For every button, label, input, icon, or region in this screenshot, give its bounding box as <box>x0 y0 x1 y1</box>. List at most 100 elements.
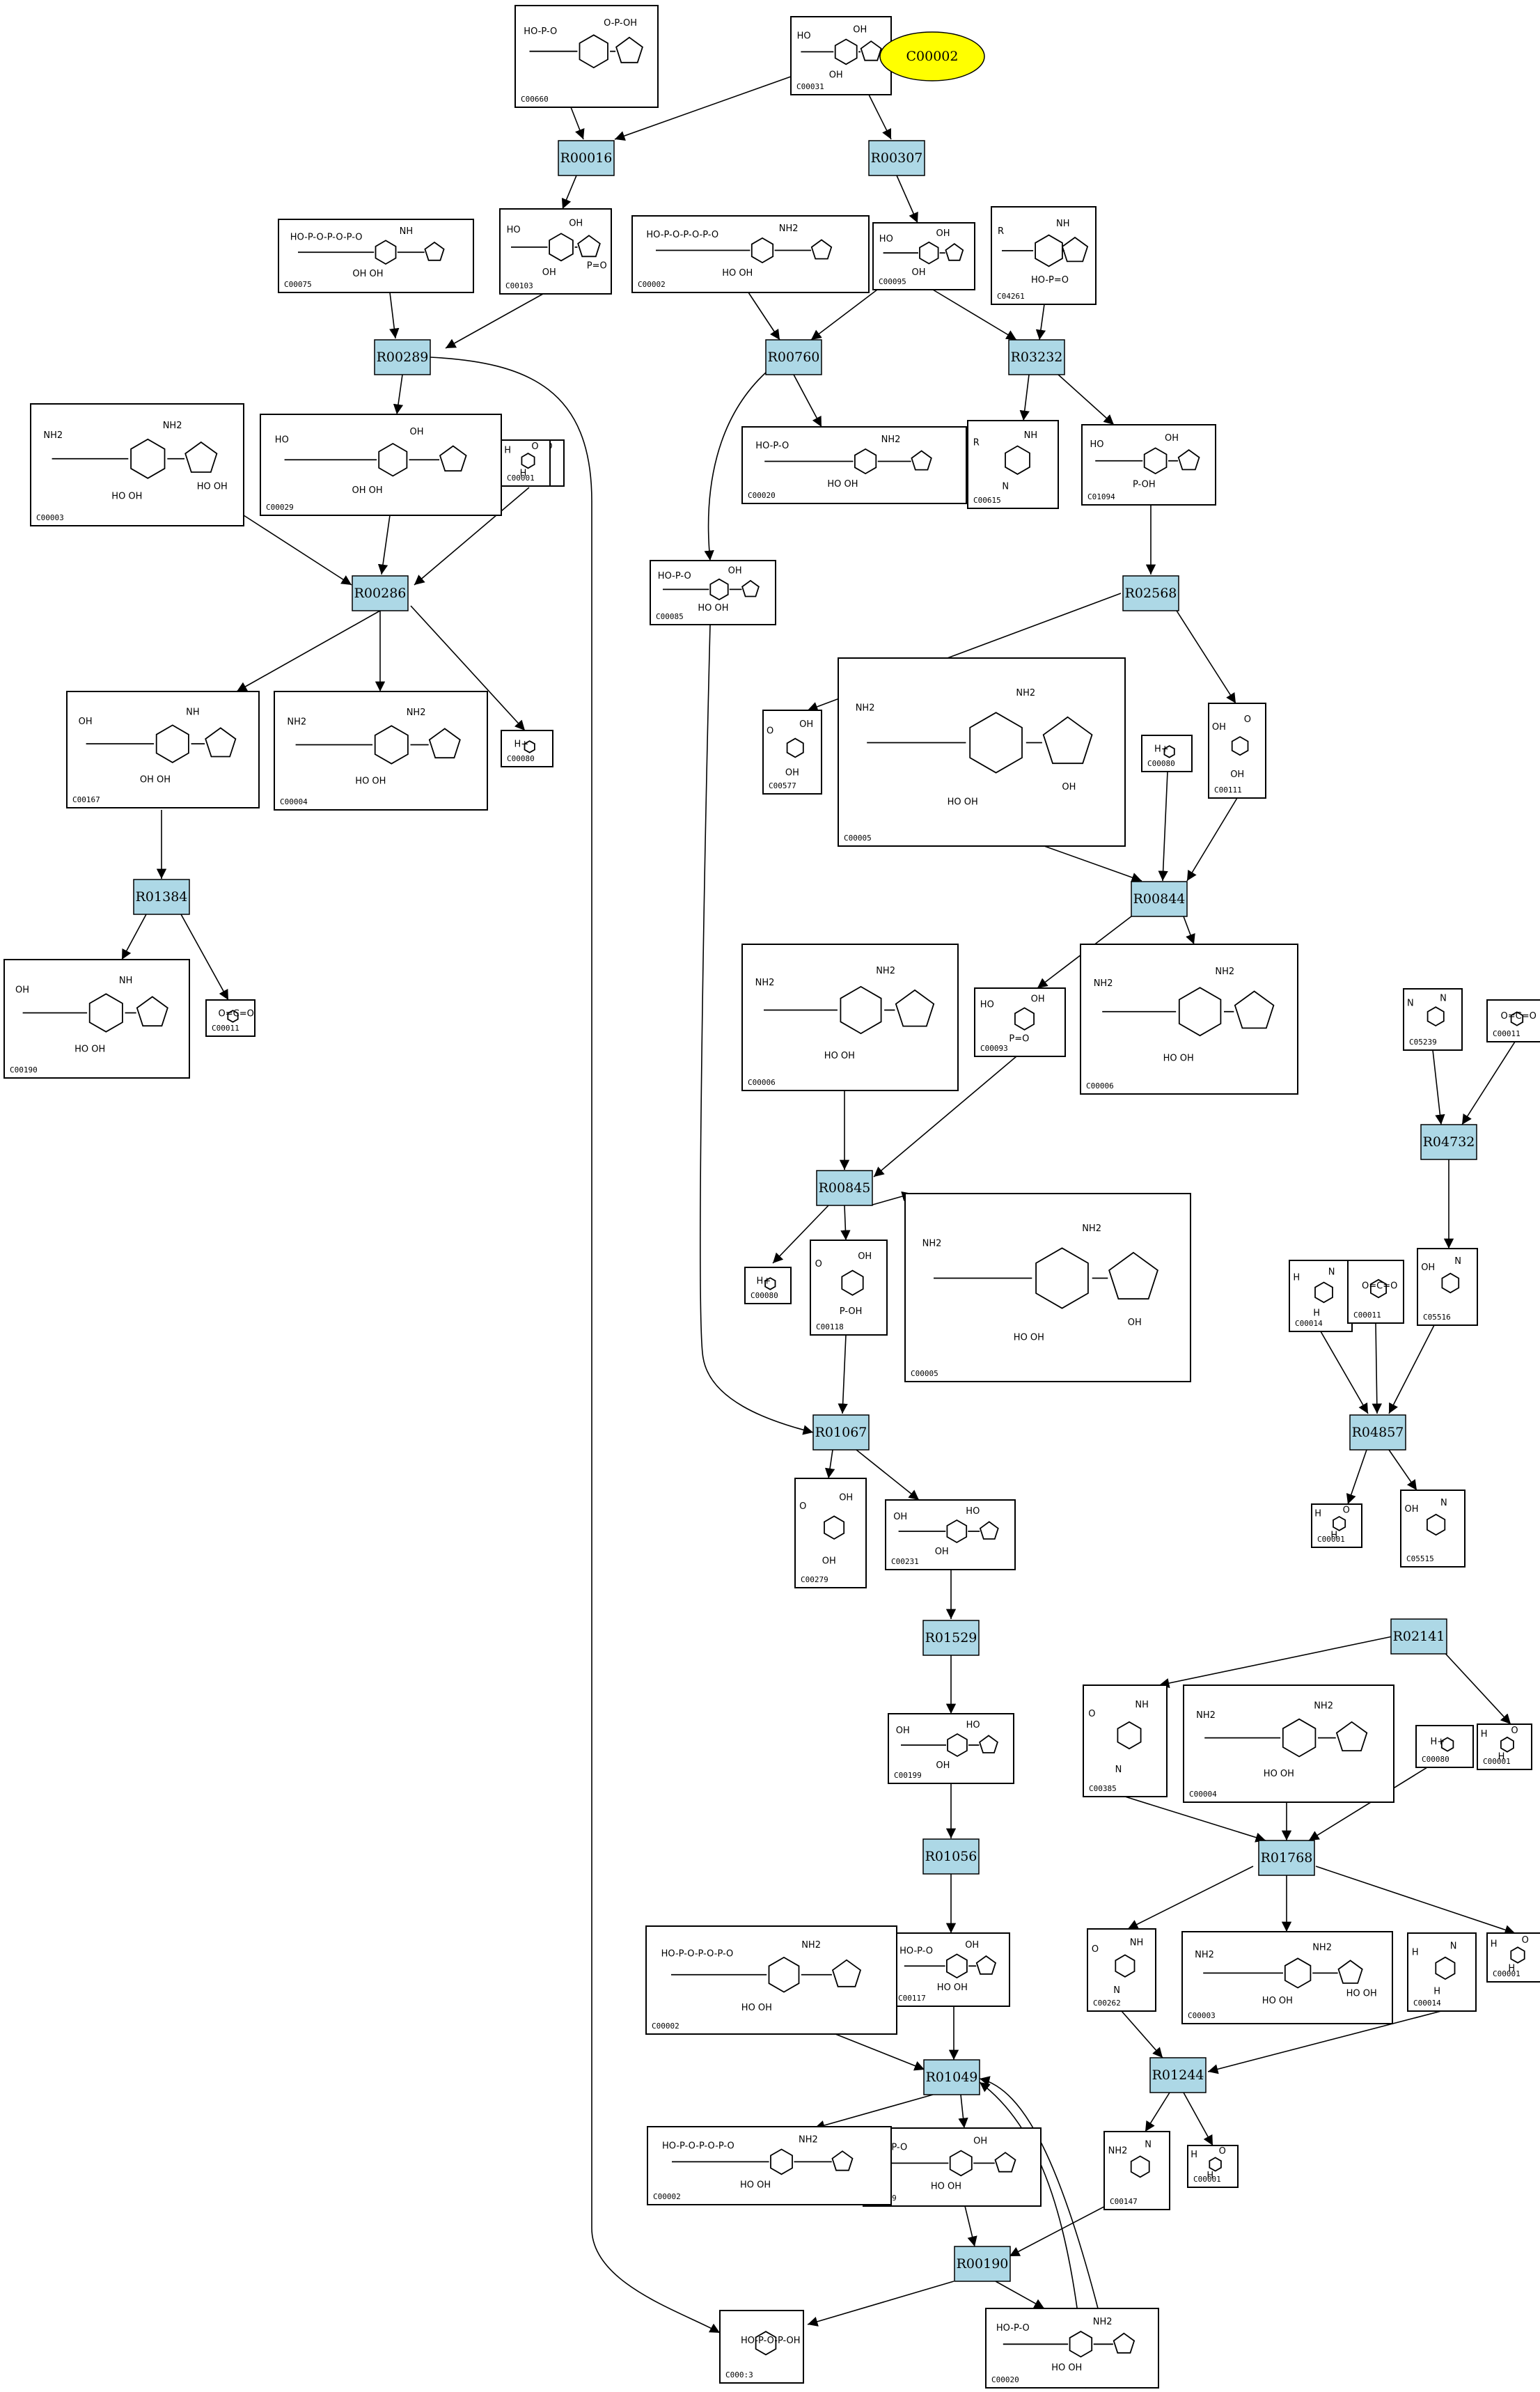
reaction-R01384[interactable]: R01384 <box>133 879 190 915</box>
compound-box[interactable] <box>719 2310 804 2384</box>
reaction-R00307[interactable]: R00307 <box>868 140 925 176</box>
compound-box[interactable] <box>1083 1684 1168 1797</box>
compound-box[interactable] <box>1289 1260 1353 1332</box>
reaction-R01244[interactable]: R01244 <box>1149 2057 1207 2093</box>
compound-box[interactable] <box>1417 1248 1478 1326</box>
compound-box[interactable] <box>501 439 551 487</box>
reaction-R03232[interactable]: R03232 <box>1008 339 1065 375</box>
reaction-box[interactable] <box>812 1414 870 1451</box>
reaction-box[interactable] <box>868 140 925 176</box>
compound-box[interactable] <box>1486 1932 1540 1983</box>
compound-box[interactable] <box>872 222 975 290</box>
compound-C00080[interactable]: H+C00080 <box>501 730 553 767</box>
compound-box[interactable] <box>790 16 892 95</box>
reaction-box[interactable] <box>922 1838 980 1875</box>
compound-box[interactable] <box>762 710 822 795</box>
compound-box[interactable] <box>810 1240 888 1336</box>
compound-box[interactable] <box>985 2308 1159 2389</box>
reaction-box[interactable] <box>1390 1618 1447 1655</box>
compound-box[interactable] <box>1400 1490 1466 1568</box>
compound-box[interactable] <box>514 5 659 108</box>
reaction-box[interactable] <box>1258 1840 1315 1876</box>
compound-box[interactable] <box>1080 944 1298 1095</box>
compound-box[interactable] <box>3 959 190 1079</box>
compound-box[interactable] <box>741 944 959 1091</box>
compound-box[interactable] <box>885 1499 1016 1570</box>
reaction-R04732[interactable]: R04732 <box>1420 1124 1477 1160</box>
highlight-ellipse[interactable] <box>879 31 985 81</box>
reaction-box[interactable] <box>1149 2057 1207 2093</box>
compound-box[interactable] <box>1477 1723 1532 1770</box>
reaction-box[interactable] <box>1420 1124 1477 1160</box>
reaction-R02568[interactable]: R02568 <box>1122 575 1179 611</box>
reaction-box[interactable] <box>922 1620 980 1656</box>
compound-box[interactable] <box>1087 1928 1156 2012</box>
compound-box[interactable] <box>1081 424 1216 506</box>
compound-box[interactable] <box>1187 2145 1239 2188</box>
compound-box[interactable] <box>1407 1932 1477 2012</box>
reaction-box[interactable] <box>352 575 409 611</box>
reaction-box[interactable] <box>816 1170 873 1206</box>
compound-box[interactable] <box>1347 1260 1404 1324</box>
compound-box[interactable] <box>1183 1684 1394 1803</box>
compound-box[interactable] <box>904 1193 1191 1382</box>
reaction-R01049[interactable]: R01049 <box>923 2059 980 2095</box>
reaction-R00844[interactable]: R00844 <box>1131 881 1188 917</box>
compound-C00080[interactable]: H+C00080 <box>744 1267 792 1304</box>
reaction-R00289[interactable]: R00289 <box>374 339 431 375</box>
reaction-R02141[interactable]: R02141 <box>1390 1618 1447 1655</box>
reaction-R00845[interactable]: R00845 <box>816 1170 873 1206</box>
compound-box[interactable] <box>892 1932 1010 2007</box>
highlight-node[interactable]: C00002 <box>879 31 985 81</box>
compound-box[interactable] <box>1486 999 1540 1042</box>
compound-box[interactable] <box>645 1925 897 2035</box>
compound-box[interactable] <box>1103 2131 1170 2210</box>
reaction-R00016[interactable]: R00016 <box>558 140 615 176</box>
compound-box[interactable] <box>838 657 1126 847</box>
compound-box[interactable] <box>631 215 870 293</box>
compound-box[interactable] <box>260 414 502 516</box>
reaction-R00286[interactable]: R00286 <box>352 575 409 611</box>
compound-box[interactable] <box>1311 1503 1362 1548</box>
reaction-R00190[interactable]: R00190 <box>954 2246 1011 2282</box>
compound-box[interactable] <box>650 560 776 625</box>
reaction-box[interactable] <box>1131 881 1188 917</box>
compound-box[interactable] <box>30 403 244 526</box>
compound-box[interactable] <box>1208 703 1266 799</box>
